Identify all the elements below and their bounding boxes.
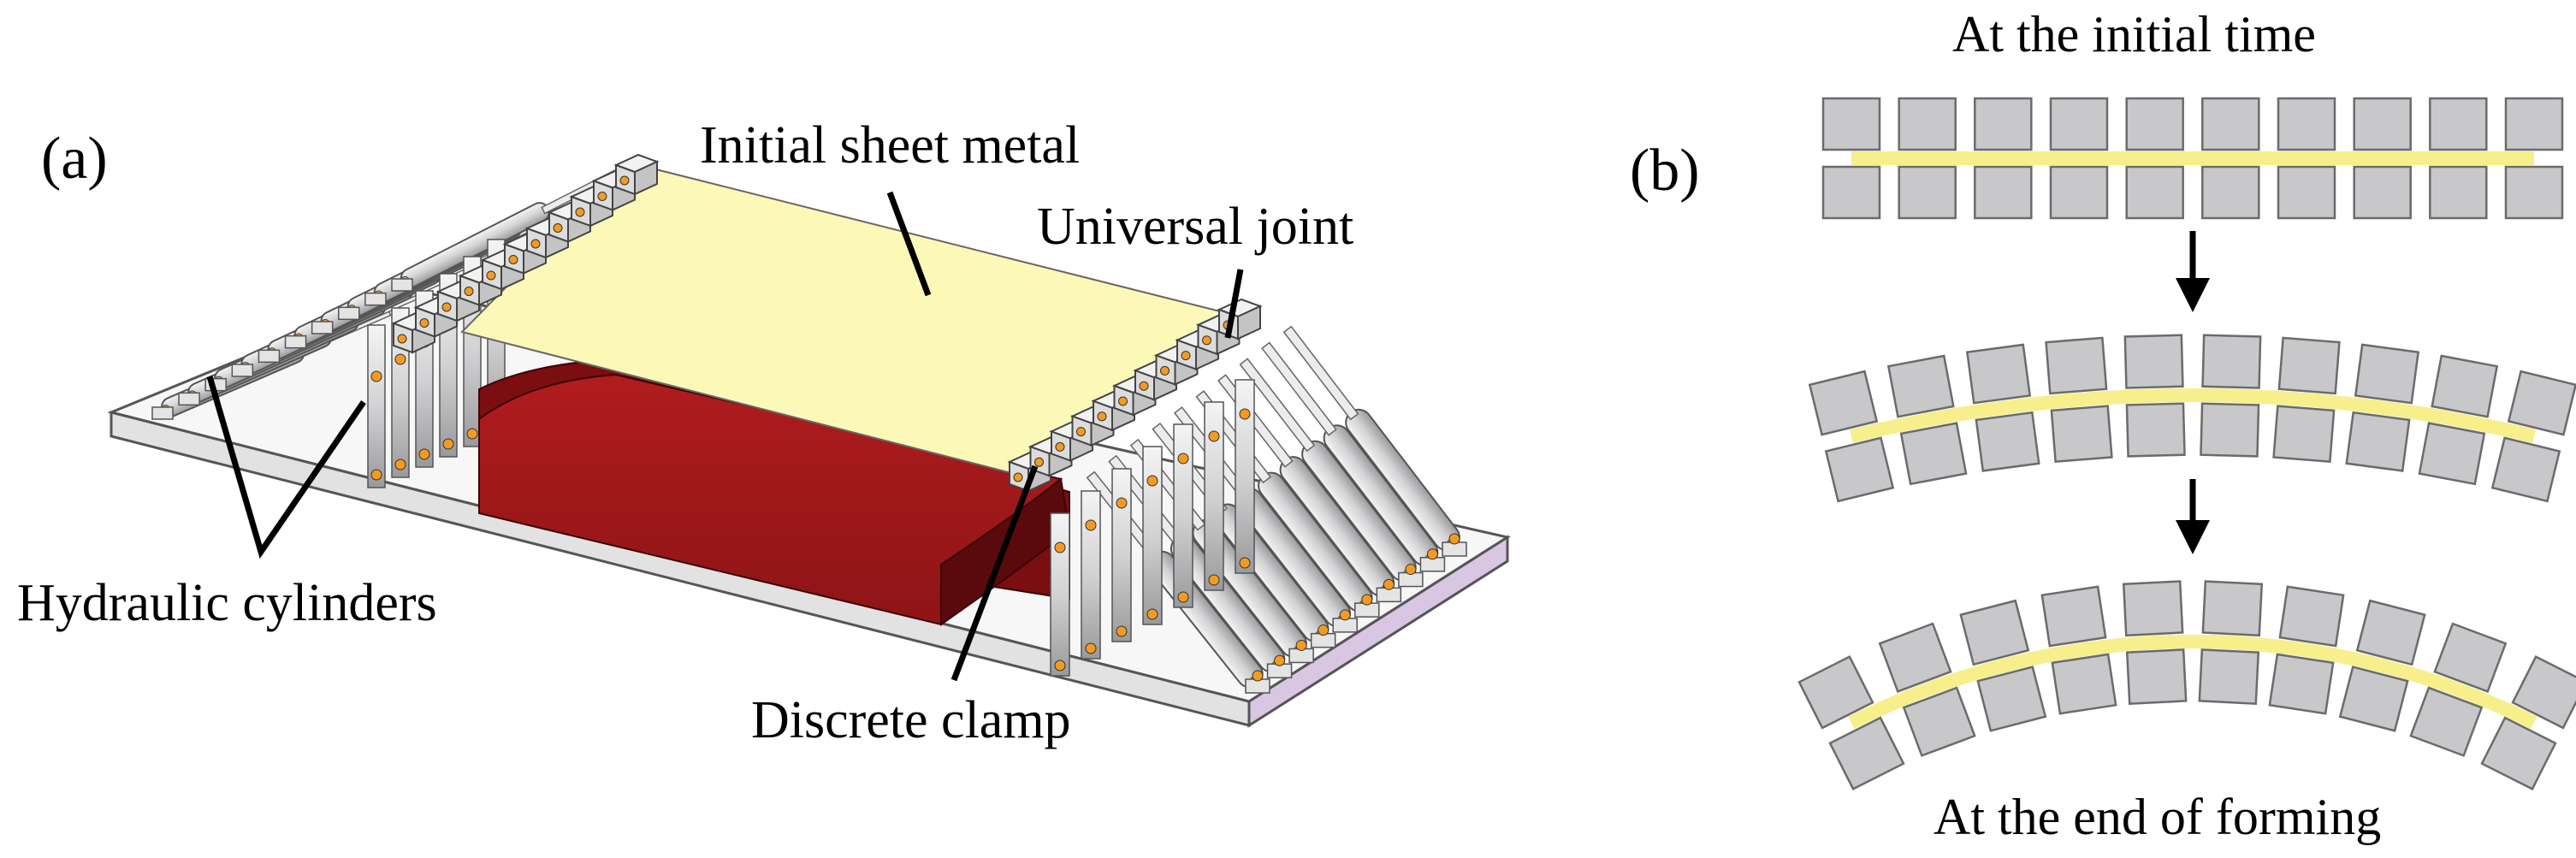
clamp-pair <box>1808 370 1895 503</box>
vertical-support-left <box>367 324 386 488</box>
pivot-pin <box>1426 548 1438 560</box>
clamp-pair <box>1886 354 1968 486</box>
clamp-pair <box>2338 599 2426 732</box>
cylinder-mount <box>178 392 200 406</box>
callout-discrete-clamp: Discrete clamp <box>751 691 1071 749</box>
cylinder-mount <box>364 292 387 306</box>
clamp-pair <box>2045 336 2113 464</box>
panel-a-label: (a) <box>41 126 108 192</box>
clamp-pair <box>2123 334 2186 458</box>
clamp-pair <box>2418 354 2499 486</box>
clamp-pair <box>2125 97 2184 220</box>
vertical-support-right <box>1173 423 1193 608</box>
vertical-support-right <box>1111 468 1132 642</box>
panel-b: (b) At the initial time At the end of fo… <box>1630 6 2576 845</box>
title-end-of-forming: At the end of forming <box>1933 789 2381 845</box>
clamp-pair <box>2201 97 2260 220</box>
callout-universal-joint: Universal joint <box>1037 198 1353 256</box>
pivot-pin <box>1339 609 1351 621</box>
clamp-stage-intermediate <box>1808 334 2576 503</box>
vertical-support-right <box>1204 401 1224 591</box>
clamp-pair <box>1797 654 1905 791</box>
stage-arrow-1 <box>2176 231 2210 312</box>
callout-hydraulic-cylinders: Hydraulic cylinders <box>17 574 437 632</box>
clamp-pair <box>2198 580 2264 705</box>
clamp-pair <box>1821 97 1881 220</box>
clamp-pair <box>2277 97 2336 220</box>
clamp-pair <box>2268 585 2345 715</box>
right-vertical-supports <box>1050 379 1255 677</box>
cylinder-mount <box>284 334 307 349</box>
clamp-pair <box>2200 334 2262 458</box>
pivot-pin <box>1252 670 1264 682</box>
cylinder-mount <box>391 278 413 292</box>
cylinder-mount <box>311 321 334 334</box>
cylinder-mount <box>151 406 174 420</box>
clamp-pair <box>2429 97 2488 220</box>
clamp-pair <box>2345 343 2420 472</box>
clamp-pair <box>2122 580 2188 705</box>
vertical-support-right <box>1235 379 1255 574</box>
clamp-stage-final <box>1797 580 2576 791</box>
vertical-support-right <box>1081 490 1101 660</box>
pivot-pin <box>1383 578 1395 590</box>
stage-arrow-2 <box>2176 479 2210 554</box>
sheet-strip-front <box>1850 388 2536 443</box>
vertical-support-right <box>1050 512 1070 677</box>
clamp-pair <box>1974 97 2033 220</box>
clamp-pair <box>1959 599 2047 732</box>
callout-lines <box>206 191 1244 682</box>
clamp-pair <box>2049 97 2109 220</box>
clamp-pair <box>2490 370 2576 503</box>
clamp-pair <box>2480 654 2576 791</box>
clamp-pair <box>1898 97 1957 220</box>
hydraulic-cylinder-right <box>1261 341 1439 566</box>
clamp-pair <box>2040 585 2117 715</box>
sheet-strip-front <box>1848 634 2538 730</box>
left-clamp-row <box>391 153 660 354</box>
pivot-pin <box>1318 624 1329 636</box>
clamp-stage-initial <box>1821 97 2564 220</box>
discrete-clamp-right <box>1217 298 1263 340</box>
cylinder-mount <box>338 306 360 321</box>
clamp-pair <box>2409 622 2508 757</box>
clamp-pair <box>1965 343 2040 472</box>
pivot-pin <box>1448 533 1460 545</box>
title-initial-time: At the initial time <box>1952 6 2316 62</box>
pivot-pin <box>1295 639 1307 651</box>
cylinder-mount <box>231 364 254 377</box>
clamp-pair <box>2272 336 2341 464</box>
clamp-pair <box>1878 622 1976 757</box>
callout-initial-sheet-metal: Initial sheet metal <box>700 116 1080 175</box>
cylinder-mount <box>258 349 281 364</box>
clamp-pair <box>2504 97 2564 220</box>
panel-b-label: (b) <box>1630 138 1700 204</box>
pivot-pin <box>1274 654 1286 666</box>
vertical-support-right <box>1142 446 1163 625</box>
clamp-pair <box>2353 97 2412 220</box>
pivot-pin <box>1405 564 1417 576</box>
panel-a: (a) <box>17 116 1511 749</box>
discrete-clamp-left <box>613 153 660 196</box>
left-cylinder-bank <box>151 158 640 420</box>
pivot-pin <box>1361 594 1373 606</box>
